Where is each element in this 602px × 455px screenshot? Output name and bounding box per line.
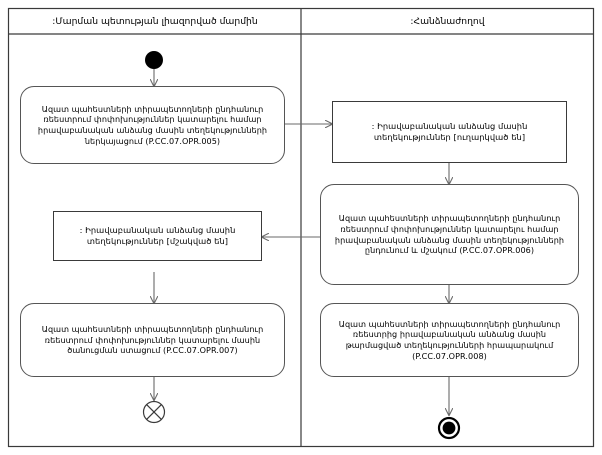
- action-node-opr005-text: Ազատ պահեստների տիրապետողների ընդհանուր …: [37, 103, 268, 146]
- object-node-processed[interactable]: : Իրավաբանական անձանց մասին տեղեկություն…: [53, 211, 262, 261]
- initial-node-dot: [145, 51, 163, 69]
- object-node-sent-text: : Իրավաբանական անձանց մասին տեղեկություն…: [371, 121, 528, 142]
- lane-title-right: :Հանձնաժողով: [302, 9, 593, 34]
- activity-final-node: [437, 416, 461, 440]
- action-node-opr005[interactable]: Ազատ պահեստների տիրապետողների ընդհանուր …: [20, 86, 285, 164]
- lane-title-left-text: :Մարման պետության լիազորված մարմին: [52, 16, 258, 27]
- action-node-opr008-text: Ազատ պահեստների տիրապետողների ընդհանուր …: [338, 318, 561, 361]
- object-node-processed-text: : Իրավաբանական անձանց մասին տեղեկություն…: [79, 225, 236, 246]
- lane-title-right-text: :Հանձնաժողով: [410, 16, 485, 27]
- action-node-opr007[interactable]: Ազատ պահեստների տիրապետողների ընդհանուր …: [20, 303, 285, 377]
- action-node-opr006-text: Ազատ պահեստների տիրապետողների ընդհանուր …: [334, 213, 565, 256]
- object-node-sent[interactable]: : Իրավաբանական անձանց մասին տեղեկություն…: [332, 101, 567, 163]
- flow-final-node: [142, 400, 166, 424]
- lane-title-left: :Մարման պետության լիազորված մարմին: [9, 9, 301, 34]
- action-node-opr007-text: Ազատ պահեստների տիրապետողների ընդհանուր …: [41, 323, 264, 356]
- action-node-opr006[interactable]: Ազատ պահեստների տիրապետողների ընդհանուր …: [320, 184, 579, 285]
- action-node-opr008[interactable]: Ազատ պահեստների տիրապետողների ընդհանուր …: [320, 303, 579, 377]
